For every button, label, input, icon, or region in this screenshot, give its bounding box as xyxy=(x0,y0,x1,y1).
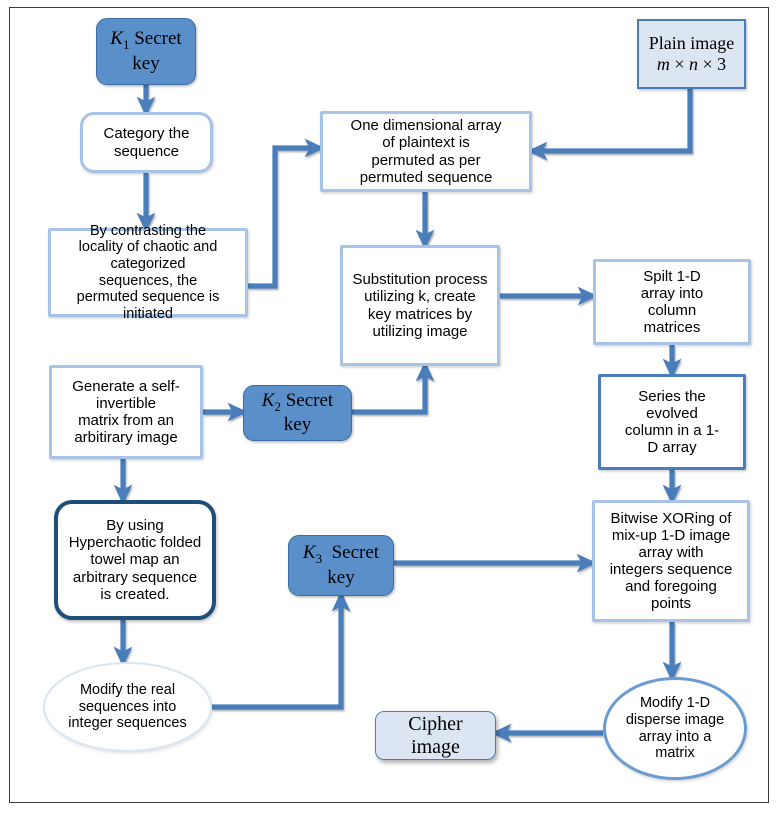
edge-modifyreal-to-k3 xyxy=(212,591,351,710)
node-bitwise-xor[interactable]: Bitwise XORing of mix-up 1-D image array… xyxy=(592,500,750,622)
node-modify-disperse-label: Modify 1-D disperse image array into a m… xyxy=(625,695,725,762)
node-hyperchaotic-map[interactable]: By using Hyperchaotic folded towel map a… xyxy=(54,500,216,620)
edge-plainimage-to-onedim xyxy=(527,89,693,161)
node-by-contrasting-label: By contrasting the locality of chaotic a… xyxy=(76,222,220,322)
node-one-dimensional-array[interactable]: One dimensional array of plaintext is pe… xyxy=(320,111,532,192)
node-split-array-label: Spilt 1-D array into column matrices xyxy=(640,267,704,337)
node-substitution-process[interactable]: Substitution process utilizing k, create… xyxy=(340,245,500,366)
node-cipher-image[interactable]: Cipher image xyxy=(375,711,496,760)
node-generate-matrix-label: Generate a self- invertible matrix from … xyxy=(72,377,180,447)
node-one-dimensional-array-label: One dimensional array of plaintext is pe… xyxy=(350,117,502,186)
node-series-column-label: Series the evolved column in a 1- D arra… xyxy=(624,387,720,457)
node-by-contrasting[interactable]: By contrasting the locality of chaotic a… xyxy=(48,223,248,322)
node-substitution-process-label: Substitution process utilizing k, create… xyxy=(352,271,488,340)
node-generate-matrix[interactable]: Generate a self- invertible matrix from … xyxy=(49,365,203,459)
node-split-array[interactable]: Spilt 1-D array into column matrices xyxy=(593,259,751,345)
node-modify-disperse[interactable]: Modify 1-D disperse image array into a m… xyxy=(603,677,747,780)
edge-contrasting-to-onedim xyxy=(248,138,325,289)
node-category-sequence[interactable]: Category the sequence xyxy=(80,112,213,173)
node-modify-real-sequences-label: Modify the real sequences into integer s… xyxy=(68,682,187,732)
node-cipher-image-label: Cipher image xyxy=(408,712,463,758)
node-category-sequence-label: Category the sequence xyxy=(103,125,190,160)
node-bitwise-xor-label: Bitwise XORing of mix-up 1-D image array… xyxy=(609,509,733,613)
edge-k2-to-substitution xyxy=(352,361,435,415)
node-modify-real-sequences[interactable]: Modify the real sequences into integer s… xyxy=(43,662,212,752)
node-hyperchaotic-map-label: By using Hyperchaotic folded towel map a… xyxy=(68,517,202,603)
node-series-column[interactable]: Series the evolved column in a 1- D arra… xyxy=(598,374,746,470)
